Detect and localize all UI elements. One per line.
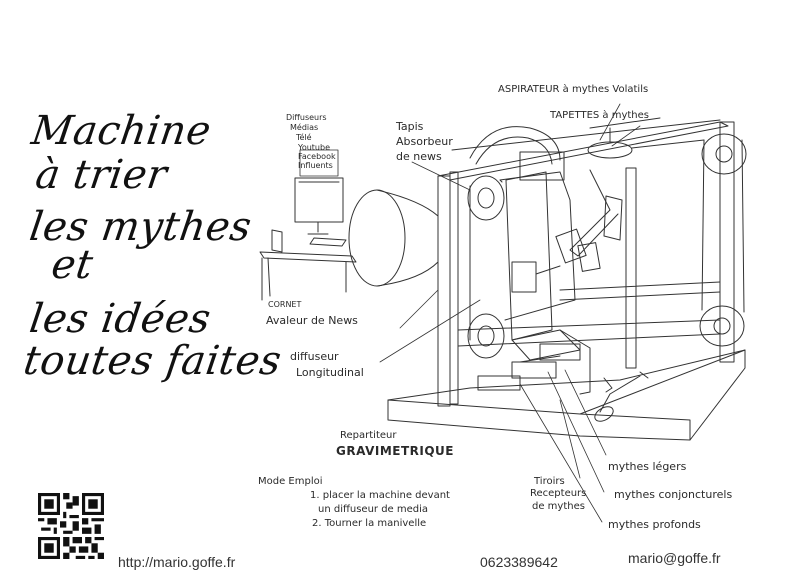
mythes-profonds-label: mythes profonds bbox=[608, 518, 701, 531]
central-column-drawing bbox=[478, 172, 590, 394]
diffuseur-longitudinal-label-1: diffuseur bbox=[290, 350, 339, 363]
footer-email[interactable]: mario@goffe.fr bbox=[628, 550, 721, 566]
diffuseur-longitudinal-label-2: Longitudinal bbox=[296, 366, 364, 379]
tapettes-label: TAPETTES à mythes bbox=[550, 110, 649, 121]
tiroirs-label-1: Tiroirs bbox=[534, 476, 565, 487]
computer-desk-drawing bbox=[260, 150, 356, 300]
tiroirs-label-3: de mythes bbox=[532, 501, 585, 512]
title-line-6: toutes faites bbox=[20, 338, 285, 384]
title-line-2: à trier bbox=[32, 152, 171, 198]
mode-emploi-title: Mode Emploi bbox=[258, 476, 323, 487]
title-line-5: les idées bbox=[26, 296, 214, 342]
footer-url[interactable]: http://mario.goffe.fr bbox=[118, 554, 236, 570]
avaleur-label: Avaleur de News bbox=[266, 314, 358, 327]
aspirateur-hose-drawing bbox=[470, 127, 564, 180]
title-line-1: Machine bbox=[28, 108, 214, 154]
mode-emploi-step-1b: un diffuseur de media bbox=[318, 504, 429, 515]
repartiteur-label: Repartiteur bbox=[340, 430, 397, 441]
cornet-funnel-drawing bbox=[349, 190, 438, 286]
diffuseurs-line-3: Télé bbox=[296, 133, 312, 142]
diffuseurs-line-4: Youtube bbox=[298, 143, 330, 152]
mythes-conjoncturels-label: mythes conjoncturels bbox=[614, 488, 733, 501]
diffuseurs-line-5: Facebook bbox=[298, 152, 336, 161]
title-line-4: et bbox=[48, 242, 96, 288]
diffuseurs-line-6: Influents bbox=[298, 161, 333, 170]
tapis-label-3: de news bbox=[396, 150, 442, 163]
gravimetrique-label: GRAVIMETRIQUE bbox=[336, 444, 454, 458]
cornet-label: CORNET bbox=[268, 300, 302, 309]
belts-drawing bbox=[470, 140, 744, 340]
rollers-drawing bbox=[468, 118, 746, 358]
tapis-label-1: Tapis bbox=[396, 120, 424, 133]
footer-phone: 0623389642 bbox=[480, 554, 558, 570]
tapis-label-2: Absorbeur bbox=[396, 135, 453, 148]
aspirateur-label: ASPIRATEUR à mythes Volatils bbox=[498, 84, 649, 95]
machine-frame-drawing bbox=[388, 120, 745, 440]
mode-emploi-step-2: 2. Tourner la manivelle bbox=[312, 518, 427, 529]
qr-code-icon bbox=[38, 493, 104, 559]
crank-handle-drawing bbox=[592, 372, 648, 424]
mode-emploi-step-1: 1. placer la machine devant bbox=[310, 490, 450, 501]
leader-lines bbox=[380, 104, 640, 522]
diffuseurs-line-2: Médias bbox=[290, 123, 319, 132]
tapettes-drawing bbox=[512, 170, 622, 292]
diffuseurs-line-1: Diffuseurs bbox=[286, 113, 327, 122]
mythes-legers-label: mythes légers bbox=[608, 460, 687, 473]
tiroirs-label-2: Recepteurs bbox=[530, 488, 587, 499]
